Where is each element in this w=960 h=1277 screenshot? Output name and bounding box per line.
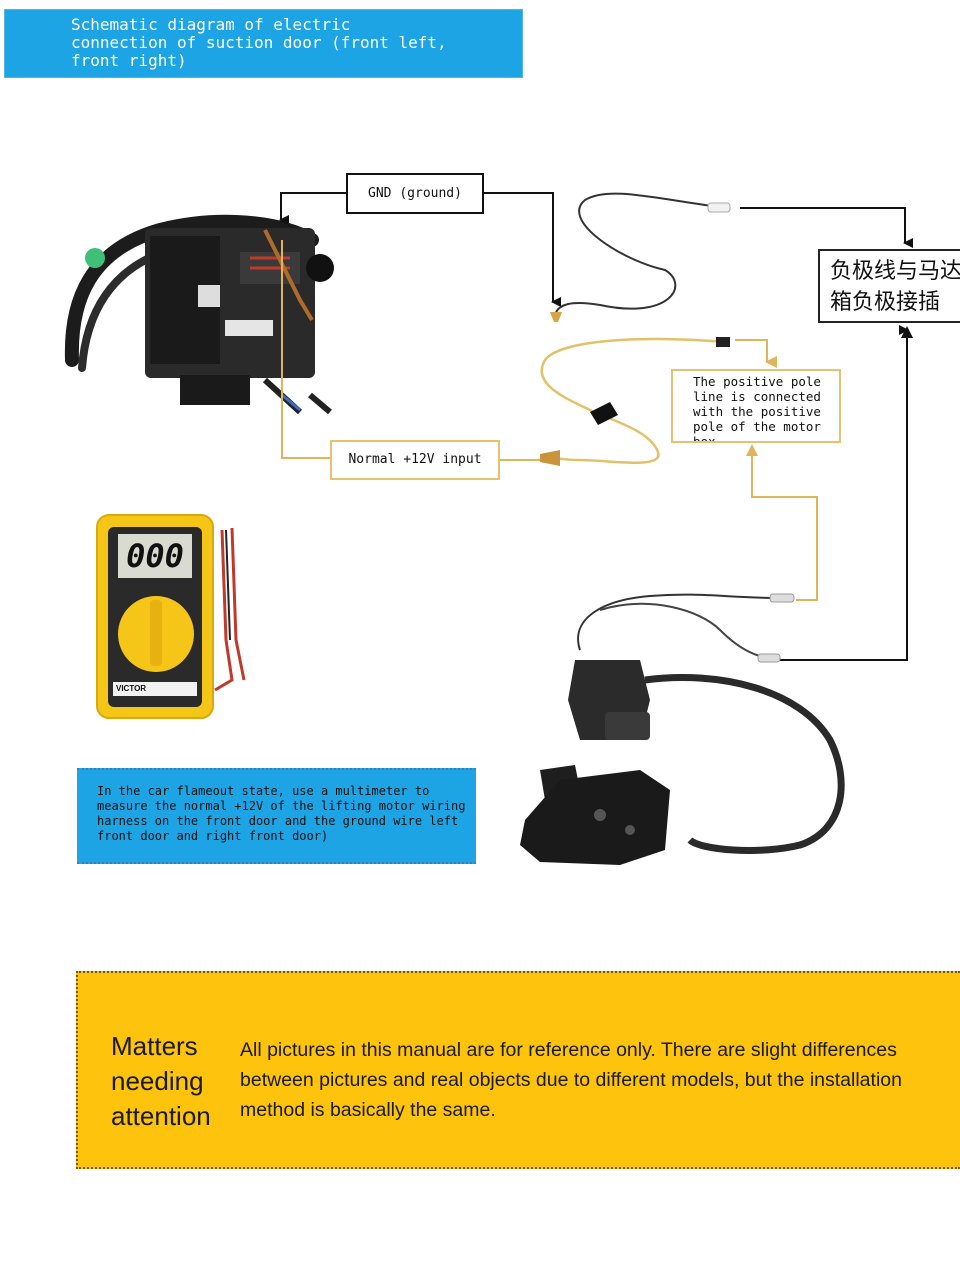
ground-wire (555, 192, 729, 313)
door-lock-actuator-image (520, 660, 845, 865)
attention-body: All pictures in this manual are for refe… (240, 1039, 902, 1121)
normal-12v-label: Normal +12V input (330, 440, 500, 480)
negative-pole-text: 负极线与马达 箱负极接插 (830, 259, 960, 315)
multimeter-image (96, 514, 246, 719)
multimeter-note: In the car flameout state, use a multime… (77, 768, 476, 864)
negative-pole-label: 负极线与马达 箱负极接插 (818, 249, 960, 323)
multimeter-brand: VICTOR (116, 684, 147, 693)
diagram-title: Schematic diagram of electric connection… (4, 9, 523, 78)
ground-connector (707, 202, 731, 213)
gnd-label: GND (ground) (346, 173, 484, 214)
multimeter-display: 000 (126, 537, 184, 575)
positive-pole-label: The positive pole line is connected with… (671, 369, 841, 443)
attention-panel: Matters needing attention All pictures i… (76, 971, 960, 1169)
control-module-image (64, 214, 334, 415)
fuse-holder (590, 402, 618, 425)
attention-title: Matters needing attention (111, 1031, 211, 1131)
